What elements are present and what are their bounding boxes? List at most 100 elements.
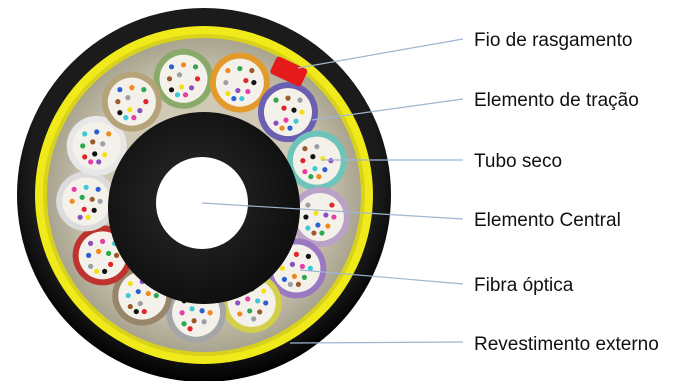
optical-fiber — [293, 251, 299, 257]
optical-fiber — [191, 318, 197, 324]
optical-fiber — [311, 230, 317, 236]
optical-fiber — [329, 202, 335, 208]
optical-fiber — [245, 296, 251, 302]
leader-strength-member — [311, 98, 464, 121]
optical-fiber — [127, 107, 133, 113]
optical-fiber — [331, 214, 337, 220]
optical-fiber — [287, 125, 293, 131]
optical-fiber — [233, 75, 239, 82]
optical-fiber — [192, 64, 199, 70]
optical-fiber — [71, 186, 77, 192]
optical-fiber — [199, 308, 205, 314]
optical-fiber — [71, 209, 77, 215]
optical-fiber — [281, 105, 287, 111]
rip-cord — [270, 56, 308, 87]
optical-fiber — [117, 87, 123, 93]
optical-fiber — [102, 152, 108, 158]
optical-fiber — [127, 303, 133, 310]
label-outer-sheath: Revestimento externo — [474, 334, 659, 355]
optical-fiber — [96, 159, 102, 165]
optical-fiber — [88, 240, 94, 246]
optical-fiber — [108, 143, 114, 149]
optical-fiber — [249, 67, 255, 74]
optical-fiber — [225, 67, 231, 74]
optical-fiber — [106, 250, 112, 256]
optical-fiber — [271, 109, 277, 115]
optical-fiber — [106, 131, 112, 137]
optical-fiber — [89, 196, 95, 202]
optical-fiber — [131, 115, 137, 121]
optical-fiber — [281, 276, 287, 282]
optical-fiber — [223, 79, 229, 86]
optical-fiber — [319, 230, 325, 236]
optical-fiber — [273, 120, 279, 126]
label-dry-tube: Tubo seco — [474, 151, 562, 172]
optical-fiber — [317, 200, 323, 206]
optical-fiber — [308, 174, 314, 180]
optical-fiber — [123, 115, 129, 121]
optical-fiber — [235, 87, 241, 94]
optical-fiber — [316, 174, 322, 180]
optical-fiber — [135, 97, 141, 103]
optical-fiber — [243, 77, 249, 84]
optical-fiber — [314, 144, 320, 150]
optical-fiber — [303, 214, 309, 220]
optical-fiber — [279, 125, 285, 131]
optical-fiber — [133, 308, 139, 315]
optical-fiber — [302, 169, 308, 175]
optical-fiber — [141, 87, 147, 93]
optical-fiber — [115, 99, 121, 105]
label-rip-cord: Fio de rasgamento — [474, 30, 632, 51]
leader-outer-sheath — [289, 341, 464, 344]
optical-fiber — [82, 154, 88, 160]
optical-fiber — [108, 261, 114, 267]
optical-fiber — [129, 85, 135, 91]
leader-central-member — [201, 202, 464, 220]
optical-fiber — [189, 306, 195, 312]
leader-optical-fiber — [299, 269, 464, 285]
optical-fiber — [96, 248, 102, 254]
optical-fiber — [291, 273, 297, 279]
optical-fiber — [283, 117, 289, 123]
optical-fiber — [247, 308, 253, 314]
optical-fiber — [186, 74, 193, 80]
optical-fiber — [326, 146, 332, 152]
label-strength-member: Elemento de tração — [474, 90, 639, 111]
optical-fiber — [261, 288, 267, 294]
optical-fiber — [145, 290, 151, 297]
optical-fiber — [305, 253, 311, 259]
optical-fiber — [79, 194, 85, 200]
optical-fiber — [174, 92, 181, 98]
optical-fiber — [325, 223, 331, 229]
optical-fiber — [77, 214, 83, 220]
label-central-member: Elemento Central — [474, 210, 621, 231]
optical-fiber — [279, 265, 285, 271]
optical-fiber — [251, 79, 257, 86]
optical-fiber — [90, 139, 96, 145]
optical-fiber — [82, 131, 88, 137]
optical-fiber — [300, 158, 306, 164]
optical-fiber — [255, 298, 261, 304]
optical-fiber — [285, 95, 291, 101]
optical-fiber — [225, 90, 231, 97]
optical-fiber — [305, 202, 311, 208]
optical-fiber — [114, 252, 120, 258]
optical-fiber — [273, 97, 279, 103]
optical-fiber — [135, 288, 141, 295]
optical-fiber — [94, 129, 100, 135]
optical-fiber — [88, 159, 94, 165]
optical-fiber — [195, 326, 201, 332]
optical-fiber — [81, 206, 87, 212]
optical-fiber — [125, 292, 131, 299]
optical-fiber — [117, 110, 123, 116]
optical-fiber — [83, 184, 89, 190]
optical-fiber — [180, 62, 187, 68]
dry-tube — [56, 171, 117, 232]
optical-fiber — [289, 261, 295, 267]
dry-tube — [209, 52, 270, 113]
optical-fiber — [263, 300, 269, 306]
optical-fiber — [299, 109, 305, 115]
optical-fiber — [239, 95, 245, 102]
optical-fiber — [181, 321, 187, 327]
optical-fiber — [328, 158, 334, 164]
